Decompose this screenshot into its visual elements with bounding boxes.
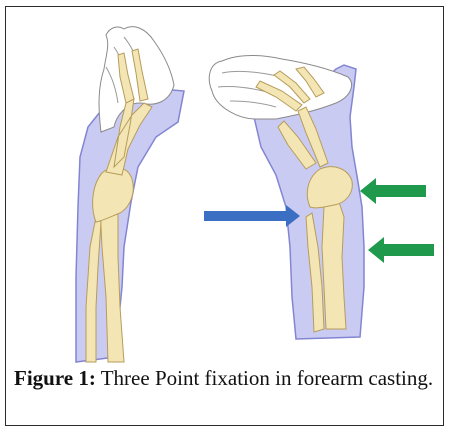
figure-box: Figure 1: Three Point fixation in forear… bbox=[5, 6, 444, 426]
right-radius-bone bbox=[322, 199, 346, 329]
right-arm bbox=[209, 56, 364, 340]
figure-label: Figure 1: bbox=[14, 366, 96, 390]
green-force-arrow-lower bbox=[368, 237, 434, 263]
green-force-arrow-upper bbox=[360, 178, 426, 204]
left-arm bbox=[76, 27, 184, 362]
figure-caption: Figure 1: Three Point fixation in forear… bbox=[14, 363, 435, 393]
figure-caption-text: Three Point fixation in forearm casting. bbox=[101, 366, 433, 390]
forearm-casting-illustration bbox=[6, 7, 442, 363]
